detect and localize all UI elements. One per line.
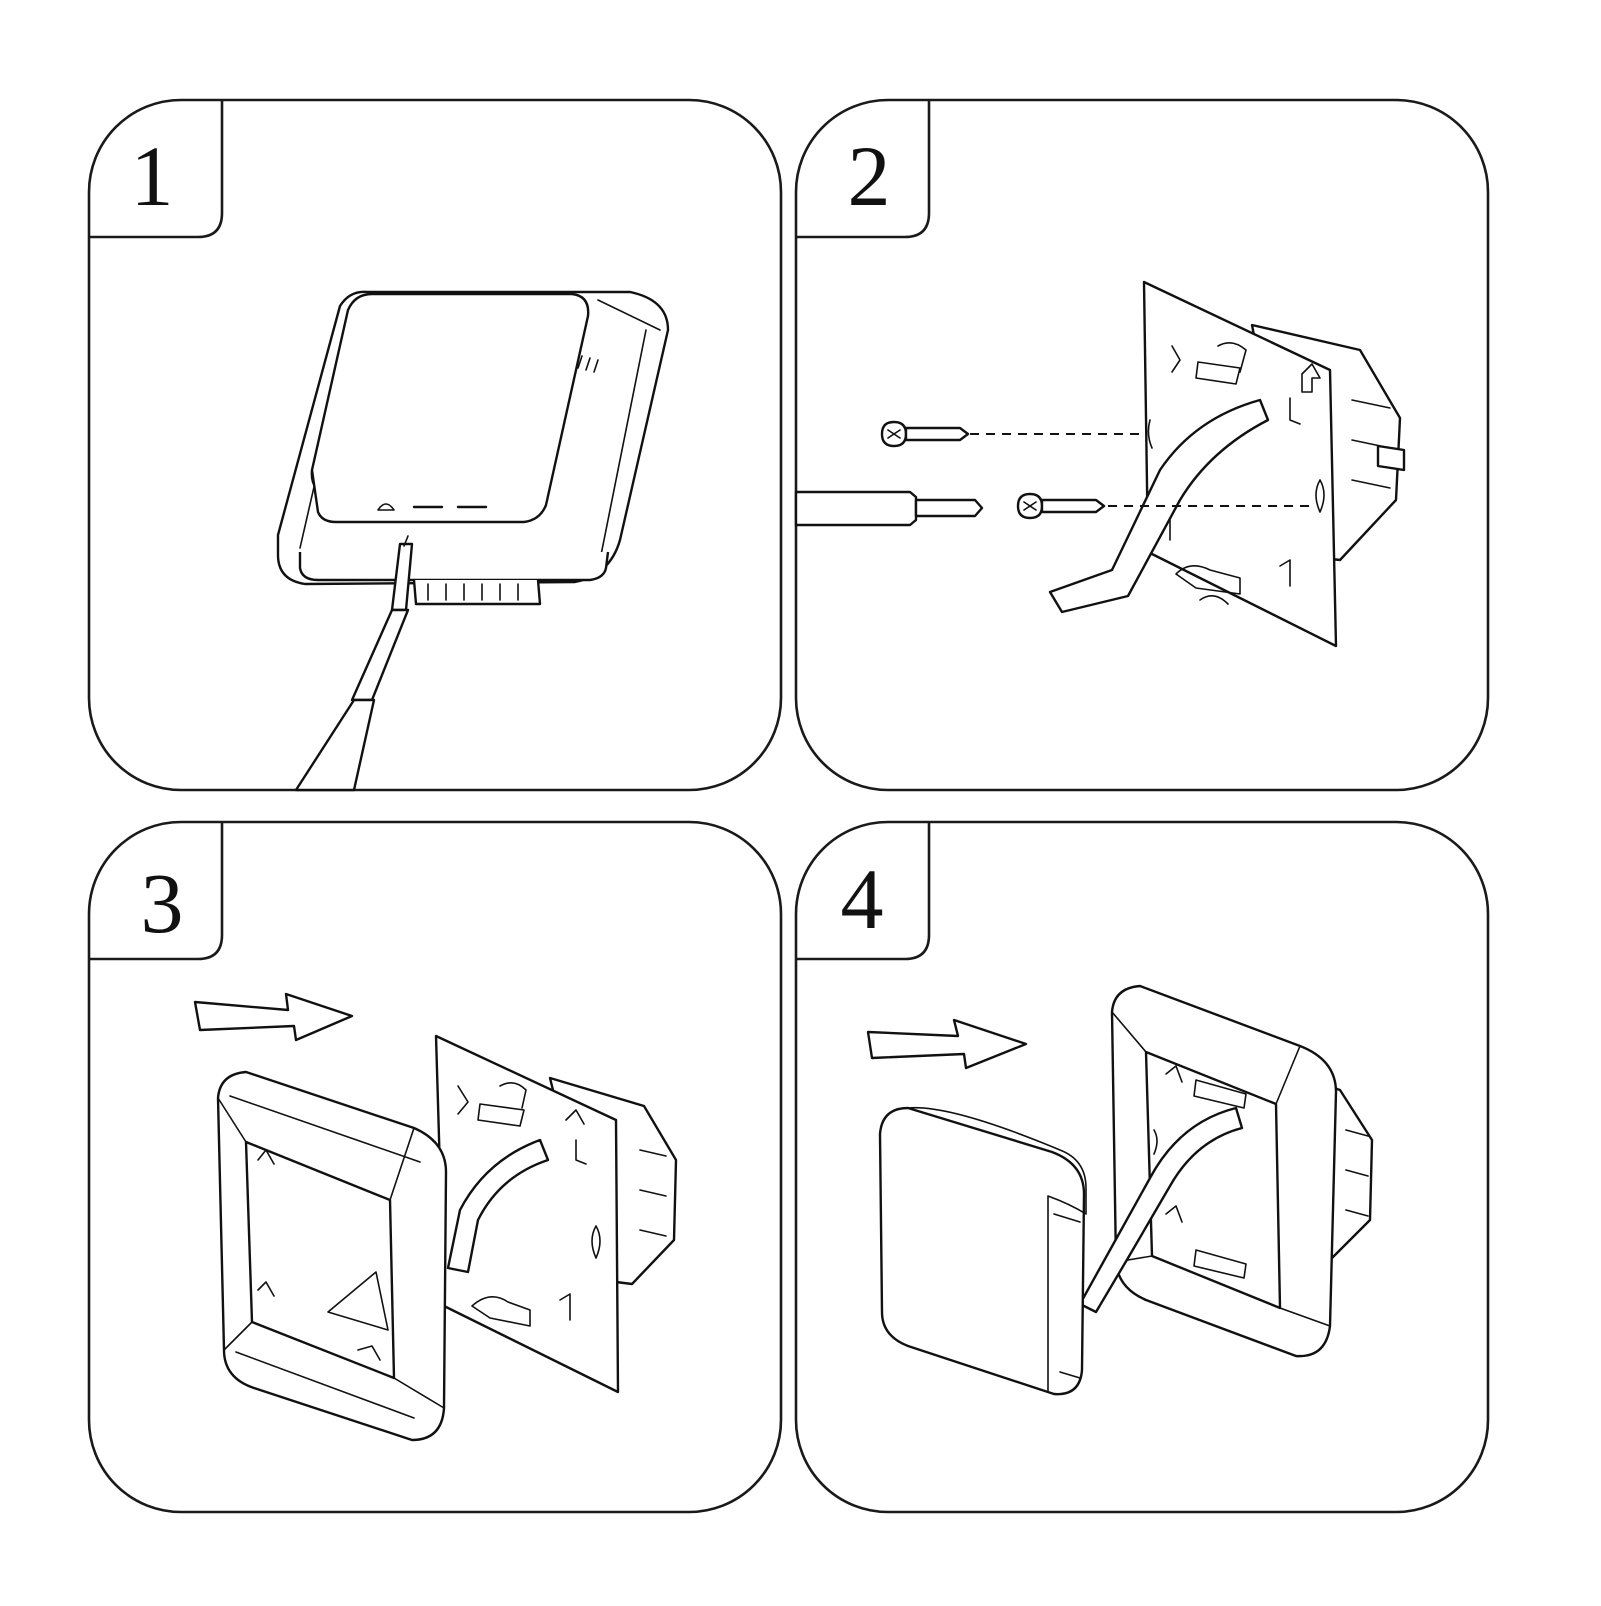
mounting-plate-illustration	[794, 280, 1406, 648]
direction-arrow-icon	[193, 992, 354, 1042]
step-panel-2: 2	[794, 98, 1490, 792]
step-number-1: 1	[131, 128, 174, 224]
faceplate-attach-illustration	[878, 984, 1374, 1396]
direction-arrow-icon	[866, 1018, 1028, 1070]
step-number-2: 2	[848, 128, 891, 224]
step-panel-4: 4	[794, 820, 1490, 1514]
step-number-3: 3	[141, 855, 184, 951]
thermostat-assembled-illustration	[276, 290, 670, 792]
frame-and-plate-illustration	[216, 1034, 678, 1442]
step-number-4: 4	[841, 851, 884, 947]
step-panel-1: 1	[87, 98, 783, 792]
step-panel-3: 3	[87, 820, 783, 1514]
